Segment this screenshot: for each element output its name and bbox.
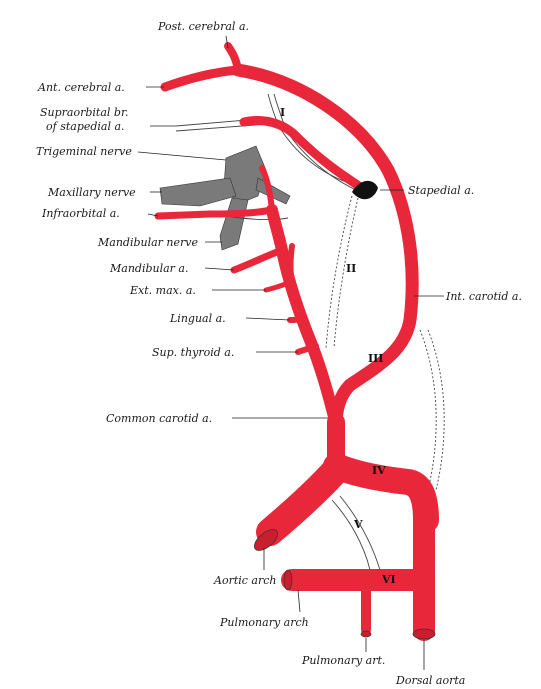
label-pulmonary-arch: Pulmonary arch bbox=[219, 616, 309, 629]
label-ant-cerebral: Ant. cerebral a. bbox=[37, 81, 125, 94]
label-supraorbital-line2: of stapedial a. bbox=[46, 120, 125, 133]
pulmonary-art-cap bbox=[361, 631, 371, 637]
ductus-region-a bbox=[420, 330, 436, 490]
numeral-arch-iv: IV bbox=[372, 464, 386, 477]
leader-pulmonary-arch bbox=[298, 590, 300, 612]
mandibular-artery bbox=[234, 250, 282, 270]
label-post-cerebral: Post. cerebral a. bbox=[157, 20, 249, 33]
leader-trigeminal bbox=[138, 152, 226, 160]
leader-lingual bbox=[246, 318, 290, 320]
label-mandibular-a: Mandibular a. bbox=[109, 262, 188, 275]
label-supraorbital-line1: Supraorbital br. bbox=[40, 106, 129, 119]
label-sup-thyroid: Sup. thyroid a. bbox=[152, 346, 234, 359]
arch-v-b bbox=[340, 496, 380, 570]
ext-max-artery bbox=[291, 246, 293, 282]
mandibular-nerve-shape bbox=[220, 198, 248, 250]
anterior-cerebral-artery bbox=[165, 70, 238, 87]
numeral-arch-ii: II bbox=[346, 262, 356, 275]
leader-mandibular-a bbox=[205, 268, 234, 270]
numeral-arch-v: V bbox=[353, 518, 363, 531]
label-maxillary-nerve: Maxillary nerve bbox=[47, 186, 136, 199]
lingual-artery bbox=[290, 318, 302, 320]
maxillary-nerve-shape bbox=[160, 178, 236, 206]
label-dorsal-aorta: Dorsal aorta bbox=[395, 674, 465, 687]
arteries bbox=[158, 46, 426, 630]
label-aortic-arch: Aortic arch bbox=[213, 574, 276, 587]
pulmonary-arch-cap bbox=[284, 570, 292, 590]
label-int-carotid: Int. carotid a. bbox=[445, 290, 522, 303]
label-infraorbital: Infraorbital a. bbox=[41, 207, 120, 220]
numeral-arch-i: I bbox=[280, 106, 285, 119]
label-ext-max: Ext. max. a. bbox=[129, 284, 196, 297]
dorsal-aorta-cap bbox=[413, 629, 435, 639]
label-pulmonary-art: Pulmonary art. bbox=[301, 654, 385, 667]
numeral-arch-vi: VI bbox=[381, 573, 396, 586]
infraorbital-artery bbox=[158, 210, 272, 216]
aortic-arch-trunk bbox=[270, 470, 336, 532]
label-lingual: Lingual a. bbox=[169, 312, 226, 325]
label-mandibular-nerve: Mandibular nerve bbox=[97, 236, 198, 249]
label-trigeminal: Trigeminal nerve bbox=[36, 145, 132, 158]
label-common-carotid: Common carotid a. bbox=[106, 412, 212, 425]
label-stapedial: Stapedial a. bbox=[408, 184, 474, 197]
numeral-arch-iii: III bbox=[368, 352, 383, 365]
